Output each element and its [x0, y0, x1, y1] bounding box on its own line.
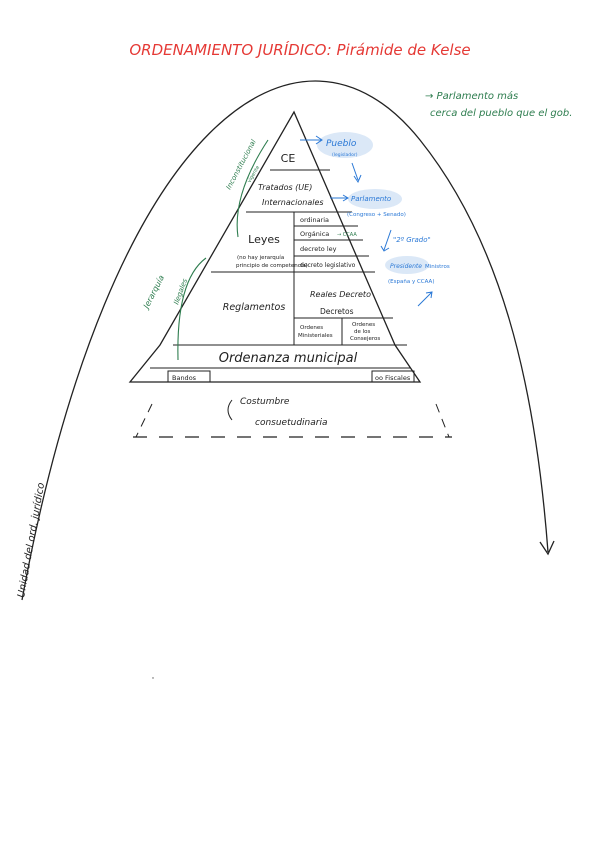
ilegales-arrow: [177, 257, 207, 361]
ordenanza-label: Ordenanza municipal: [219, 351, 358, 366]
presidente-label: Presidente: [390, 263, 422, 270]
grado-label: "2º Grado": [393, 236, 431, 244]
costumbre-left-dash: [135, 403, 153, 438]
fiscales-label: oo Fiscales: [375, 374, 411, 382]
ordenes-consejeros-1: Ordenes: [352, 322, 375, 328]
pyramid-outline: [128, 110, 422, 383]
ordenes-ministeriales-1: Ordenes: [300, 325, 323, 331]
top-note-line1: → Parlamento más: [425, 90, 518, 102]
ordenes-ministeriales-2: Ministeriales: [298, 333, 333, 339]
unity-arc: [21, 80, 549, 601]
costumbre-right-dash: [435, 403, 450, 438]
costumbre-bracket: [227, 399, 233, 421]
pueblo-highlight: [317, 132, 373, 158]
leyes-label: Leyes: [248, 233, 280, 246]
decretos-label: Decretos: [320, 307, 354, 316]
unidad-label: Unidad del ord. jurídico: [15, 482, 47, 599]
leyes-note-2: principio de competencia): [236, 263, 308, 269]
decreto-legislativo: decreto legislativo: [300, 262, 356, 269]
inconstitucional-arrow: [236, 139, 269, 238]
ce-label: CE: [281, 152, 296, 165]
top-note-line2: cerca del pueblo que el gob.: [430, 108, 572, 119]
reales-decreto: Reales Decreto: [310, 290, 371, 299]
tratados-sublabel: Internacionales: [262, 198, 324, 207]
reglamentos-label: Reglamentos: [223, 302, 286, 313]
parlamento-sub: (Congreso + Senado): [347, 212, 406, 218]
tratados-label: Tratados (UE): [258, 183, 312, 192]
ilegales-label: Ilegales: [172, 277, 189, 305]
espana-label: (España y CCAA): [388, 279, 434, 285]
consuetudinaria-label: consuetudinaria: [255, 418, 327, 428]
ordenes-consejeros-3: Consejeros: [350, 336, 380, 342]
ley-ordinaria: ordinaria: [300, 216, 329, 224]
bandos-label: Bandos: [172, 374, 197, 382]
ley-organica-note: → CCAA: [337, 232, 357, 238]
ley-organica: Orgánica: [300, 230, 329, 238]
pueblo-down-arrow-icon: [351, 162, 362, 184]
jerarquia-label: Jerarquía: [141, 274, 166, 312]
parlamento-label: Parlamento: [351, 195, 391, 203]
ministros-label: Ministros: [425, 264, 450, 270]
parlamento-arrow-icon: [330, 194, 349, 202]
pueblo-arrow-icon: [300, 135, 323, 145]
leyes-note-1: (no hay jerarquía: [237, 254, 284, 261]
presidente-highlight: [385, 256, 429, 274]
decreto-ley: decreto ley: [300, 245, 337, 253]
pueblo-label: Pueblo: [326, 139, 357, 149]
reglamentos-arrow-icon: [417, 291, 433, 307]
pueblo-sub: (legislador): [332, 152, 358, 158]
grado-arrow-icon: [380, 229, 392, 252]
page-title: ORDENAMIENTO JURÍDICO: Pirámide de Kelse: [129, 40, 470, 59]
arc-arrow-icon: [539, 540, 555, 556]
stray-dot: [152, 677, 154, 679]
fiscales-box: [371, 370, 415, 383]
bandos-box: [167, 370, 211, 383]
ordenes-consejeros-2: de los: [354, 329, 371, 335]
costumbre-label: Costumbre: [240, 397, 290, 407]
parlamento-highlight: [348, 189, 402, 209]
